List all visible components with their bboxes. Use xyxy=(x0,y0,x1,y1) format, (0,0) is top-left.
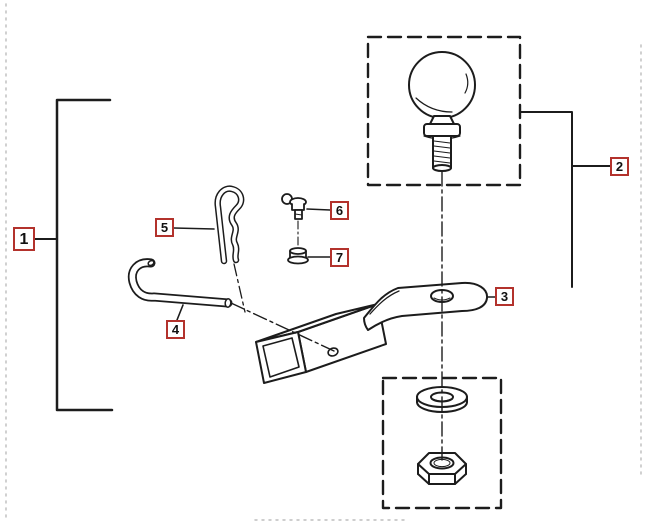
assembly-bracket xyxy=(34,98,114,412)
callout-2-leader xyxy=(519,111,611,288)
callout-5-leader xyxy=(173,227,215,230)
callout-7: 7 xyxy=(330,248,349,267)
callout-4-leader xyxy=(176,304,184,321)
hex-nut xyxy=(417,452,467,485)
small-bolt xyxy=(281,193,307,220)
clip-axis-centerline xyxy=(233,263,246,313)
callout-3: 3 xyxy=(495,287,514,306)
flange-nut xyxy=(287,247,309,265)
hitch-pin xyxy=(127,258,233,308)
hairpin-clip xyxy=(214,185,246,313)
callout-4: 4 xyxy=(166,320,185,339)
callout-1: 1 xyxy=(13,227,35,251)
callout-2: 2 xyxy=(610,157,629,176)
pin-axis-centerline xyxy=(230,302,335,352)
hitch-ball xyxy=(408,51,476,172)
callout-6-leader xyxy=(306,208,331,211)
callout-6: 6 xyxy=(330,201,349,220)
scan-edge-marks xyxy=(5,3,642,522)
callout-leaders xyxy=(173,208,496,321)
callout-5: 5 xyxy=(155,218,174,237)
ball-mount-plate xyxy=(363,281,489,331)
